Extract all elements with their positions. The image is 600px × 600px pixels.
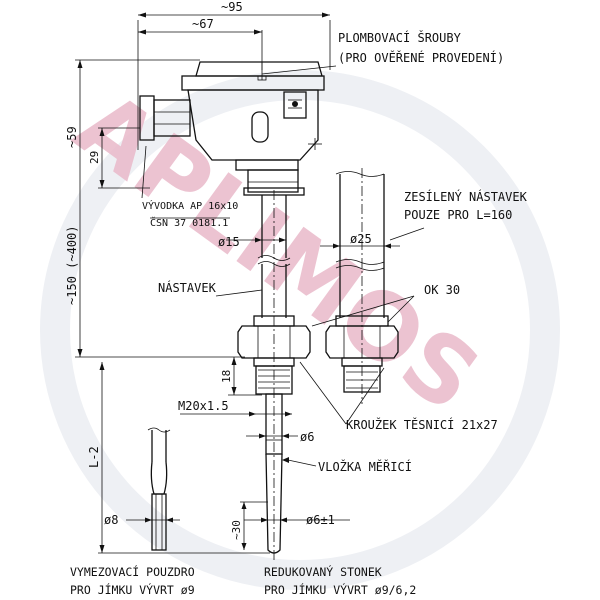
label-spacer-1: VYMEZOVACÍ POUZDRO: [70, 564, 195, 579]
extension-tube: ø15: [218, 195, 291, 318]
dim-95: ~95: [137, 0, 331, 150]
dim-thread-label: M20x1.5: [178, 399, 229, 413]
probe: [265, 393, 283, 554]
label-insert: VLOŽKA MĚŘICÍ: [318, 459, 412, 474]
dim-29-label: 29: [88, 151, 101, 164]
dim-dia6-tol: ø6±1: [244, 513, 350, 527]
label-seal-screws-2: (PRO OVĚŘENÉ PROVEDENÍ): [338, 50, 504, 65]
dim-67: ~67: [138, 17, 263, 70]
dim-dia8-label: ø8: [104, 513, 118, 527]
dim-18-label: 18: [220, 370, 233, 383]
dim-vertical-main: ~59 ~150 (~400): [65, 59, 245, 358]
dim-30: ~30: [230, 501, 268, 550]
reinforced-extension: ø25: [320, 168, 400, 404]
labels: PLOMBOVACÍ ŠROUBY (PRO OVĚŘENÉ PROVEDENÍ…: [70, 30, 528, 597]
leader-lines: [141, 65, 425, 467]
hex-fitting: [237, 315, 311, 395]
label-extension: NÁSTAVEK: [158, 280, 217, 295]
label-gland-2: ČSN 37 0181.1: [150, 216, 228, 229]
label-spacer-2: PRO JÍMKU VÝVRT ø9: [70, 582, 195, 597]
label-gland-1: VÝVODKA AP 16x10: [142, 199, 238, 212]
dim-dia6-label: ø6: [300, 430, 314, 444]
label-reduced-1: REDUKOVANÝ STONEK: [264, 564, 382, 579]
dim-dia15-label: ø15: [218, 235, 240, 249]
dim-95-label: ~95: [221, 0, 243, 14]
label-wrench: OK 30: [424, 283, 460, 297]
label-reduced-2: PRO JÍMKU VÝVRT ø9/6,2: [264, 582, 416, 597]
dim-L2: L-2: [87, 362, 270, 554]
label-reinforced-2: POUZE PRO L=160: [404, 208, 512, 222]
dim-L2-label: L-2: [87, 446, 101, 468]
dim-dia6: ø6: [246, 430, 314, 444]
label-seal-screws-1: PLOMBOVACÍ ŠROUBY: [338, 30, 462, 45]
dim-59-label: ~59: [65, 126, 79, 148]
dim-18: 18: [220, 357, 262, 396]
dim-30-label: ~30: [230, 520, 243, 540]
dim-29: 29: [88, 127, 150, 189]
dim-dia6tol-label: ø6±1: [306, 513, 335, 527]
dim-thread: M20x1.5: [178, 399, 292, 417]
dim-dia25-label: ø25: [350, 232, 372, 246]
dim-67-label: ~67: [192, 17, 214, 31]
label-seal-ring: KROUŽEK TĚSNICÍ 21x27: [346, 417, 498, 432]
head-housing: [139, 61, 325, 196]
spacer-sleeve: ø8: [104, 427, 180, 551]
label-reinforced-1: ZESÍLENÝ NÁSTAVEK: [404, 189, 528, 204]
dim-150-label: ~150 (~400): [65, 226, 79, 305]
